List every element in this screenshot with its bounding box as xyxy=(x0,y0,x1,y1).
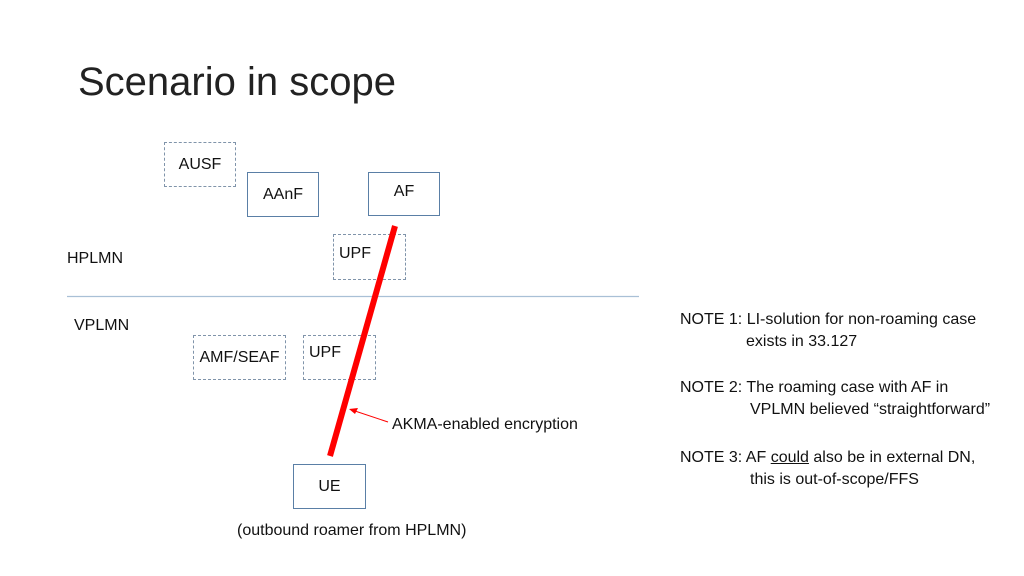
note-3-label: NOTE 3: xyxy=(680,449,743,466)
af-node: AF xyxy=(368,172,440,216)
upf-visited-node: UPF xyxy=(303,335,376,380)
note-2-label: NOTE 2: xyxy=(680,379,743,396)
encryption-annotation: AKMA-enabled encryption xyxy=(392,416,578,433)
hplmn-label: HPLMN xyxy=(67,250,124,267)
aanf-node: AAnF xyxy=(247,172,319,217)
note-1-line1: LI-solution for non-roaming case xyxy=(746,311,977,328)
note-3-line1-pre: AF xyxy=(745,449,767,466)
arrow-head-icon xyxy=(349,408,358,414)
upf-home-node: UPF xyxy=(333,234,406,280)
note-2: NOTE 2: The roaming case with AF in VPLM… xyxy=(680,377,990,421)
page-title: Scenario in scope xyxy=(78,60,396,104)
note-1-line2: exists in 33.127 xyxy=(746,333,858,350)
note-3-line1-post: also be in external DN, xyxy=(813,449,976,466)
vplmn-label: VPLMN xyxy=(74,317,130,334)
amf-seaf-node: AMF/SEAF xyxy=(193,335,286,380)
note-3: NOTE 3: AF could also be in external DN,… xyxy=(680,447,975,491)
ue-node: UE xyxy=(293,464,366,509)
ausf-node: AUSF xyxy=(164,142,236,187)
note-3-underlined: could xyxy=(770,449,809,466)
ue-caption: (outbound roamer from HPLMN) xyxy=(237,522,467,539)
note-1: NOTE 1: LI-solution for non-roaming case… xyxy=(680,309,976,353)
note-2-line1: The roaming case with AF in xyxy=(746,379,949,396)
encryption-line xyxy=(327,225,398,457)
annotation-arrow xyxy=(351,409,389,423)
note-2-line2: VPLMN believed “straightforward” xyxy=(750,401,991,418)
note-3-line2: this is out-of-scope/FFS xyxy=(750,471,919,488)
note-1-label: NOTE 1: xyxy=(680,311,743,328)
